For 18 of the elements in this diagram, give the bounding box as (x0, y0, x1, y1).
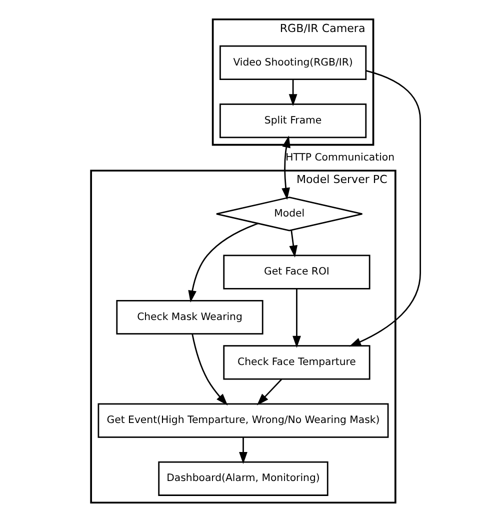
arrow (238, 437, 247, 464)
arrow (281, 136, 290, 200)
node-box: Check Mask Wearing (116, 300, 263, 335)
node-box: Check Face Temparture (222, 345, 370, 380)
arrow (256, 378, 282, 406)
node-box: Dashboard(Alarm, Monitoring) (158, 461, 328, 496)
arrow (348, 70, 420, 347)
arrow (288, 230, 298, 258)
arrow (191, 334, 228, 406)
arrow (288, 80, 297, 106)
arrow (188, 222, 258, 303)
node-box: Get Face ROI (222, 254, 370, 290)
edge-label: HTTP Communication (285, 152, 394, 164)
node-box: Split Frame (218, 104, 366, 138)
node-box: Get Event(High Temparture, Wrong/No Wearing Mask) (97, 403, 388, 438)
node-diamond: Model (215, 196, 362, 232)
node-box: Video Shooting(RGB/IR) (218, 45, 366, 80)
arrow (292, 288, 300, 348)
